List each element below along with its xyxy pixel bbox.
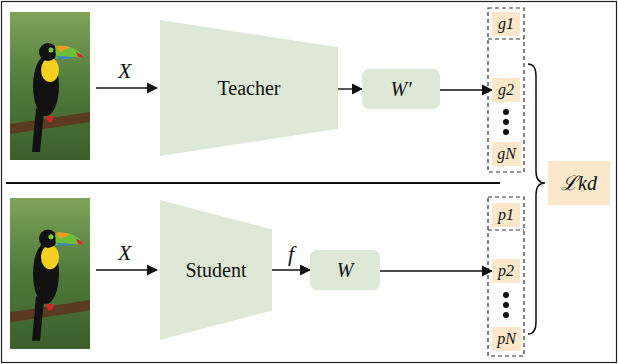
dashed-divider: [488, 229, 524, 230]
node-label: ℒkd: [561, 172, 597, 194]
curly-brace: [528, 64, 545, 334]
teacher-network: Teacher: [160, 20, 338, 156]
connector-arrow: [380, 270, 492, 271]
connector-arrow: [272, 269, 310, 270]
input-arrow: [96, 269, 157, 270]
node-label: g2: [498, 81, 514, 99]
node-label: pN: [497, 330, 516, 348]
node-label: Teacher: [218, 77, 281, 99]
logit-cell: p1: [492, 203, 520, 227]
node-label: Student: [185, 259, 246, 281]
connector-arrow: [440, 89, 492, 90]
dashed-column: [488, 8, 524, 172]
node-label: p2: [498, 262, 514, 280]
logit-cell: p2: [492, 259, 520, 283]
logit-cell: gN: [492, 142, 521, 166]
logit-cell: g2: [492, 78, 520, 102]
node-label: gN: [497, 145, 516, 163]
node-label: W′: [390, 78, 411, 100]
input-symbol: X: [118, 60, 131, 82]
classifier-box: W: [310, 250, 380, 290]
projection-box: W′: [362, 69, 440, 109]
input-arrow: [96, 87, 157, 88]
loss-box: ℒkd: [548, 161, 610, 205]
toucan-image: [10, 12, 90, 160]
separator-line: [6, 182, 500, 184]
dashed-divider: [488, 38, 524, 39]
node-label: W: [337, 259, 354, 281]
node-label: g1: [498, 15, 514, 33]
logit-cell: pN: [492, 327, 521, 351]
node-label: p1: [498, 206, 514, 224]
dashed-column: [488, 197, 524, 356]
edge-label: f: [286, 243, 296, 265]
logit-cell: g1: [492, 12, 520, 36]
input-symbol: X: [118, 242, 131, 264]
student-network: Student: [160, 200, 272, 340]
toucan-image: [10, 198, 90, 349]
connector-arrow: [338, 88, 362, 89]
